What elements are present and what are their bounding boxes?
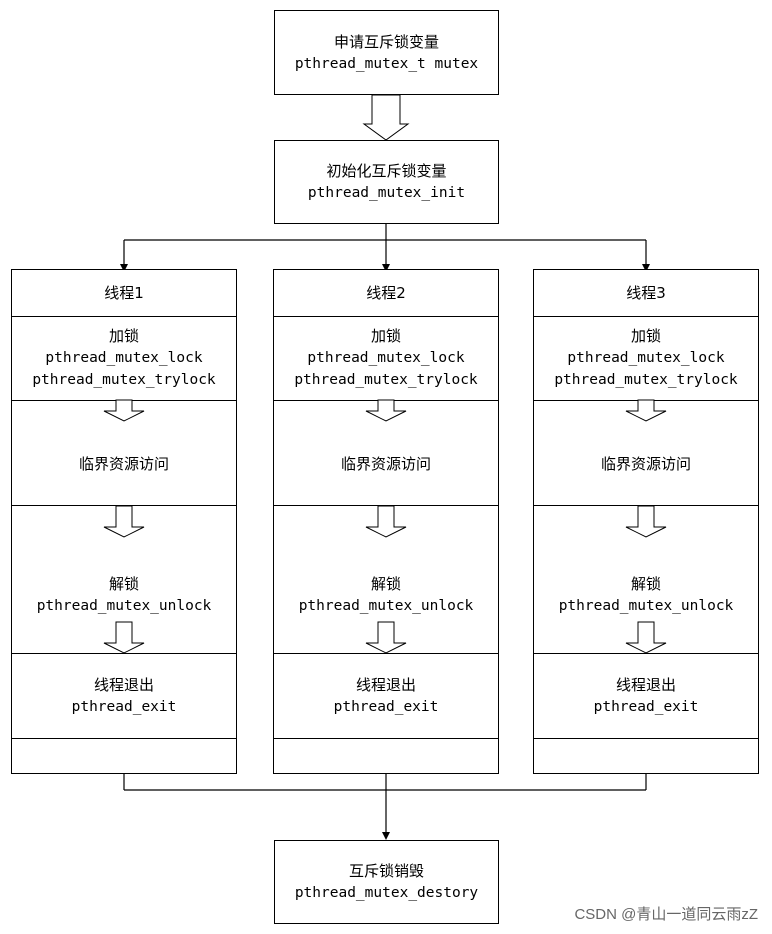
hollow-step-arrow bbox=[103, 505, 145, 538]
critical-title: 临界资源访问 bbox=[600, 454, 691, 473]
exit-code: pthread_exit bbox=[333, 699, 439, 715]
unlock-code: pthread_mutex_unlock bbox=[558, 598, 734, 614]
hollow-arrow-top bbox=[362, 94, 410, 141]
mutex-destroy-code: pthread_mutex_destory bbox=[294, 885, 479, 901]
hollow-step-arrow bbox=[365, 399, 407, 422]
lock-code: pthread_mutex_lock bbox=[307, 350, 465, 366]
exit-title: 线程退出 bbox=[93, 676, 154, 694]
hollow-step-arrow bbox=[625, 621, 667, 654]
mutex-destroy-title: 互斥锁销毁 bbox=[348, 862, 424, 880]
mutex-request-code: pthread_mutex_t mutex bbox=[294, 55, 479, 72]
unlock-title: 解锁 bbox=[630, 575, 661, 593]
mutex-init-code: pthread_mutex_init bbox=[307, 185, 466, 201]
lock-title: 加锁 bbox=[108, 327, 139, 345]
unlock-title: 解锁 bbox=[108, 575, 139, 593]
lock-title: 加锁 bbox=[630, 327, 661, 345]
mutex-request-box: 申请互斥锁变量 pthread_mutex_t mutex bbox=[274, 10, 499, 95]
thread-name: 线程3 bbox=[626, 284, 666, 302]
trylock-code: pthread_mutex_trylock bbox=[294, 372, 478, 388]
exit-step: 线程退出 pthread_exit bbox=[12, 654, 236, 739]
exit-code: pthread_exit bbox=[71, 699, 177, 715]
unlock-title: 解锁 bbox=[370, 575, 401, 593]
thread-name: 线程1 bbox=[104, 284, 144, 302]
exit-step: 线程退出 pthread_exit bbox=[274, 654, 498, 739]
critical-title: 临界资源访问 bbox=[340, 454, 431, 473]
exit-title: 线程退出 bbox=[615, 676, 676, 694]
hollow-step-arrow bbox=[625, 399, 667, 422]
lock-code: pthread_mutex_lock bbox=[567, 350, 725, 366]
unlock-code: pthread_mutex_unlock bbox=[36, 598, 212, 614]
trylock-code: pthread_mutex_trylock bbox=[32, 372, 216, 388]
hollow-step-arrow bbox=[365, 505, 407, 538]
lock-title: 加锁 bbox=[370, 327, 401, 345]
mutex-init-title: 初始化互斥锁变量 bbox=[326, 162, 447, 180]
mutex-destroy-box: 互斥锁销毁 pthread_mutex_destory bbox=[274, 840, 499, 924]
mutex-request-title: 申请互斥锁变量 bbox=[333, 32, 439, 51]
trylock-code: pthread_mutex_trylock bbox=[554, 372, 738, 388]
csdn-watermark: CSDN @青山一道同云雨zZ bbox=[574, 906, 758, 923]
exit-title: 线程退出 bbox=[355, 676, 416, 694]
lock-code: pthread_mutex_lock bbox=[45, 350, 203, 366]
exit-code: pthread_exit bbox=[593, 699, 699, 715]
mutex-init-box: 初始化互斥锁变量 pthread_mutex_init bbox=[274, 140, 499, 224]
hollow-step-arrow bbox=[103, 621, 145, 654]
hollow-step-arrow bbox=[365, 621, 407, 654]
exit-step: 线程退出 pthread_exit bbox=[534, 654, 758, 739]
hollow-step-arrow bbox=[625, 505, 667, 538]
hollow-step-arrow bbox=[103, 399, 145, 422]
unlock-code: pthread_mutex_unlock bbox=[298, 598, 474, 614]
critical-title: 临界资源访问 bbox=[78, 454, 169, 473]
thread-name: 线程2 bbox=[366, 284, 406, 302]
